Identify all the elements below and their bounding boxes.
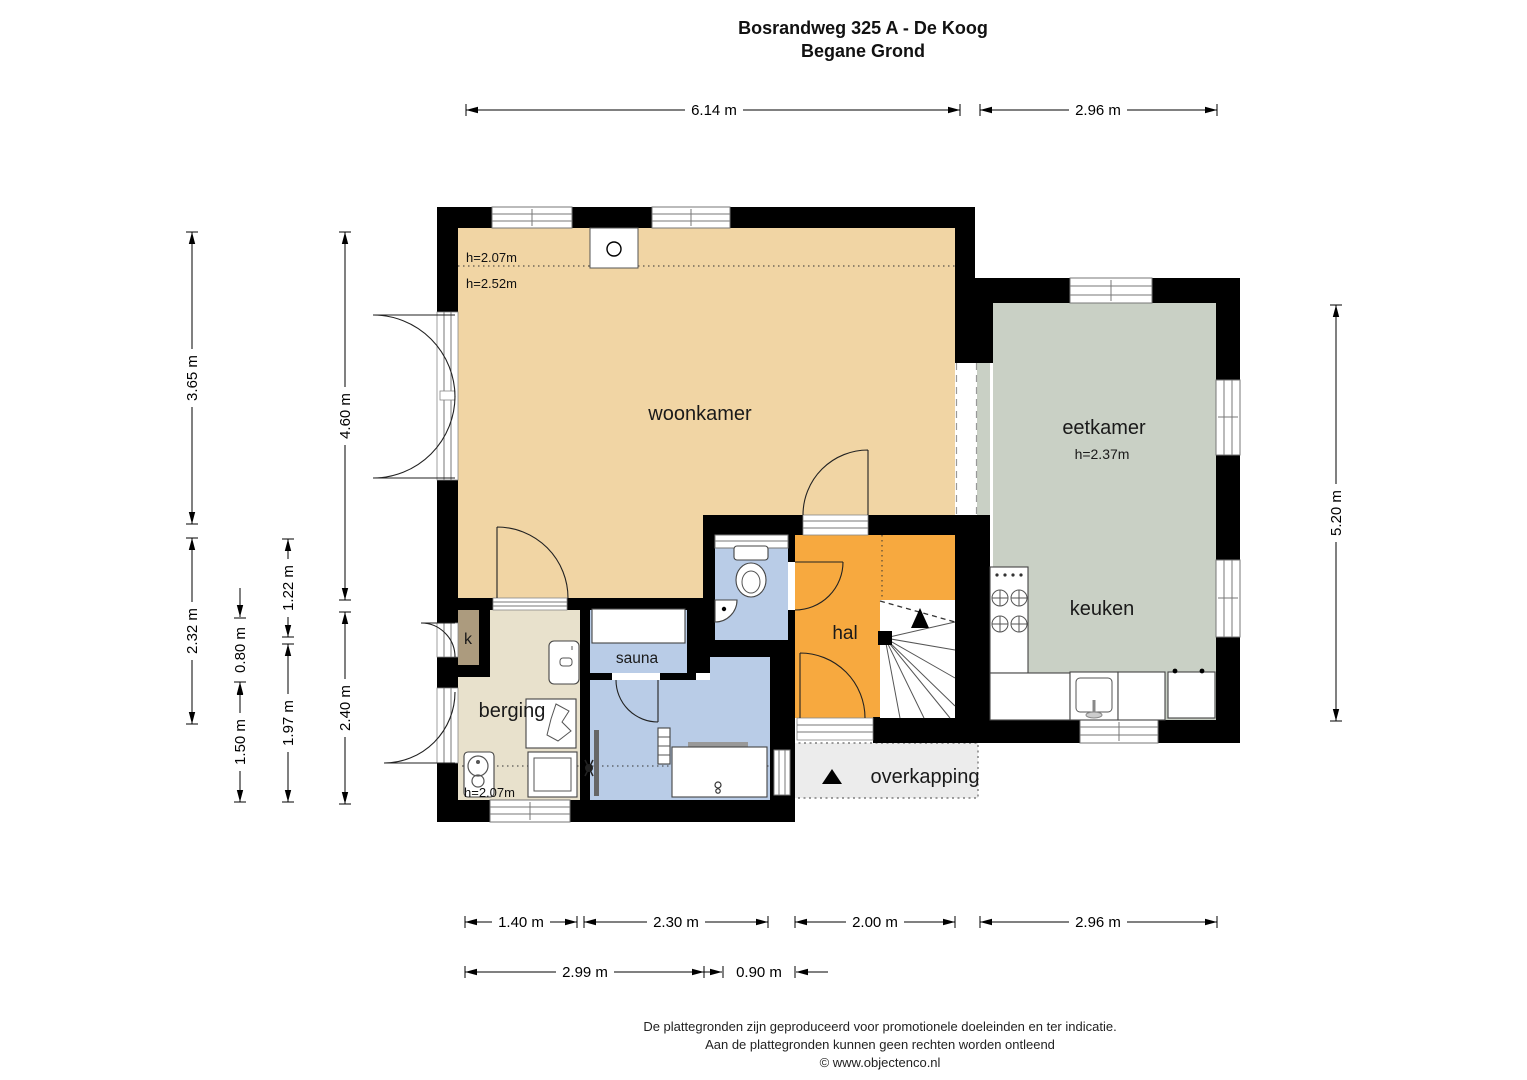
dim-bottom-140: 1.40 m <box>498 914 544 931</box>
window-icon <box>489 799 571 823</box>
door-toilet <box>794 561 844 611</box>
label-berging-h207: h=2.07m <box>464 785 515 800</box>
stairs-up-arrow-icon <box>911 608 929 628</box>
stair-post <box>878 631 892 645</box>
footer-line2: Aan de plattegronden kunnen geen rechten… <box>705 1037 1055 1052</box>
dim-left-150: 1.50 m <box>232 719 249 765</box>
dimension-lines: 6.14 m 2.96 m 3.65 m 2.32 m 0.80 m 1.50 … <box>184 102 1345 981</box>
window-icon <box>1215 559 1241 638</box>
radiator-icon <box>657 727 671 765</box>
chimney-icon <box>589 227 639 269</box>
dim-left-232: 2.32 m <box>184 608 201 654</box>
toilet-icon <box>733 545 769 598</box>
dim-left-240: 2.40 m <box>337 685 354 731</box>
door-woonkamer-berging <box>496 526 569 599</box>
dim-left-122: 1.22 m <box>280 565 297 611</box>
door-openings <box>436 311 874 764</box>
double-door-woonkamer <box>372 395 456 479</box>
corner-sink-icon <box>714 599 738 623</box>
room-labels: woonkamer eetkamer h=2.37m keuken hal sa… <box>464 250 1146 800</box>
stairs <box>878 535 956 719</box>
dim-right-520: 5.20 m <box>1328 490 1345 536</box>
kitchen-sink-icon <box>1075 677 1113 719</box>
double-door-woonkamer <box>372 314 456 398</box>
washer-icon <box>548 640 580 685</box>
shower-fixture-icon <box>584 759 594 777</box>
label-eetkamer-height: h=2.37m <box>1075 446 1130 462</box>
fixtures <box>463 227 1216 798</box>
window-icon <box>1079 719 1159 744</box>
window-icon <box>1069 277 1153 304</box>
dim-bottom-296: 2.96 m <box>1075 914 1121 931</box>
shower-glass <box>594 730 599 796</box>
page-subtitle: Begane Grond <box>801 41 925 61</box>
door-kast <box>420 622 456 658</box>
page-title: Bosrandweg 325 A - De Koog <box>738 18 988 38</box>
door-berging-buiten <box>383 691 456 764</box>
footer-copyright: © www.objectenco.nl <box>820 1055 941 1070</box>
laundry-unit <box>525 698 577 749</box>
window-icon <box>1215 379 1241 456</box>
bath-bench <box>671 742 768 798</box>
window-icon <box>651 206 731 229</box>
label-berging: berging <box>479 700 546 722</box>
boiler-icon <box>463 751 495 798</box>
door-hal-woonkamer <box>802 449 869 516</box>
label-eetkamer: eetkamer <box>1062 417 1146 439</box>
window-icon <box>773 749 791 796</box>
dim-left-365: 3.65 m <box>184 355 201 401</box>
window-icon <box>714 534 789 549</box>
dim-top-614: 6.14 m <box>691 102 737 119</box>
overkapping-triangle-icon <box>822 769 842 784</box>
title-block: Bosrandweg 325 A - De Koog Begane Grond <box>738 18 988 61</box>
dim-top-296: 2.96 m <box>1075 102 1121 119</box>
door-entree <box>799 652 866 719</box>
label-h252: h=2.52m <box>466 276 517 291</box>
height-dotted-lines <box>458 265 955 767</box>
room-kast <box>458 608 479 665</box>
label-overkapping: overkapping <box>871 766 980 788</box>
label-woonkamer: woonkamer <box>647 403 752 425</box>
label-sauna: sauna <box>616 650 659 667</box>
dim-bottom-230: 2.30 m <box>653 914 699 931</box>
footer-block: De plattegronden zijn geproduceerd voor … <box>643 1019 1116 1070</box>
label-hal: hal <box>832 623 857 644</box>
label-kast: k <box>464 631 473 648</box>
dim-left-080: 0.80 m <box>232 627 249 673</box>
stove-icon <box>989 566 1029 674</box>
dim-bottom-200: 2.00 m <box>852 914 898 931</box>
dim-left-460: 4.60 m <box>337 393 354 439</box>
walls <box>437 207 1240 822</box>
door-sauna <box>615 679 659 723</box>
window-icon <box>491 206 573 229</box>
label-h207: h=2.07m <box>466 250 517 265</box>
label-keuken: keuken <box>1070 598 1135 620</box>
dim-bottom-299: 2.99 m <box>562 964 608 981</box>
footer-line1: De plattegronden zijn geproduceerd voor … <box>643 1019 1116 1034</box>
room-eetkamer-keuken <box>993 303 1216 720</box>
passage-opening <box>955 363 990 515</box>
sauna-bench <box>591 608 686 644</box>
doors <box>372 314 869 764</box>
windows <box>489 206 1241 823</box>
dim-bottom-090: 0.90 m <box>736 964 782 981</box>
cabinet-unit <box>527 751 578 798</box>
dim-left-197: 1.97 m <box>280 700 297 746</box>
